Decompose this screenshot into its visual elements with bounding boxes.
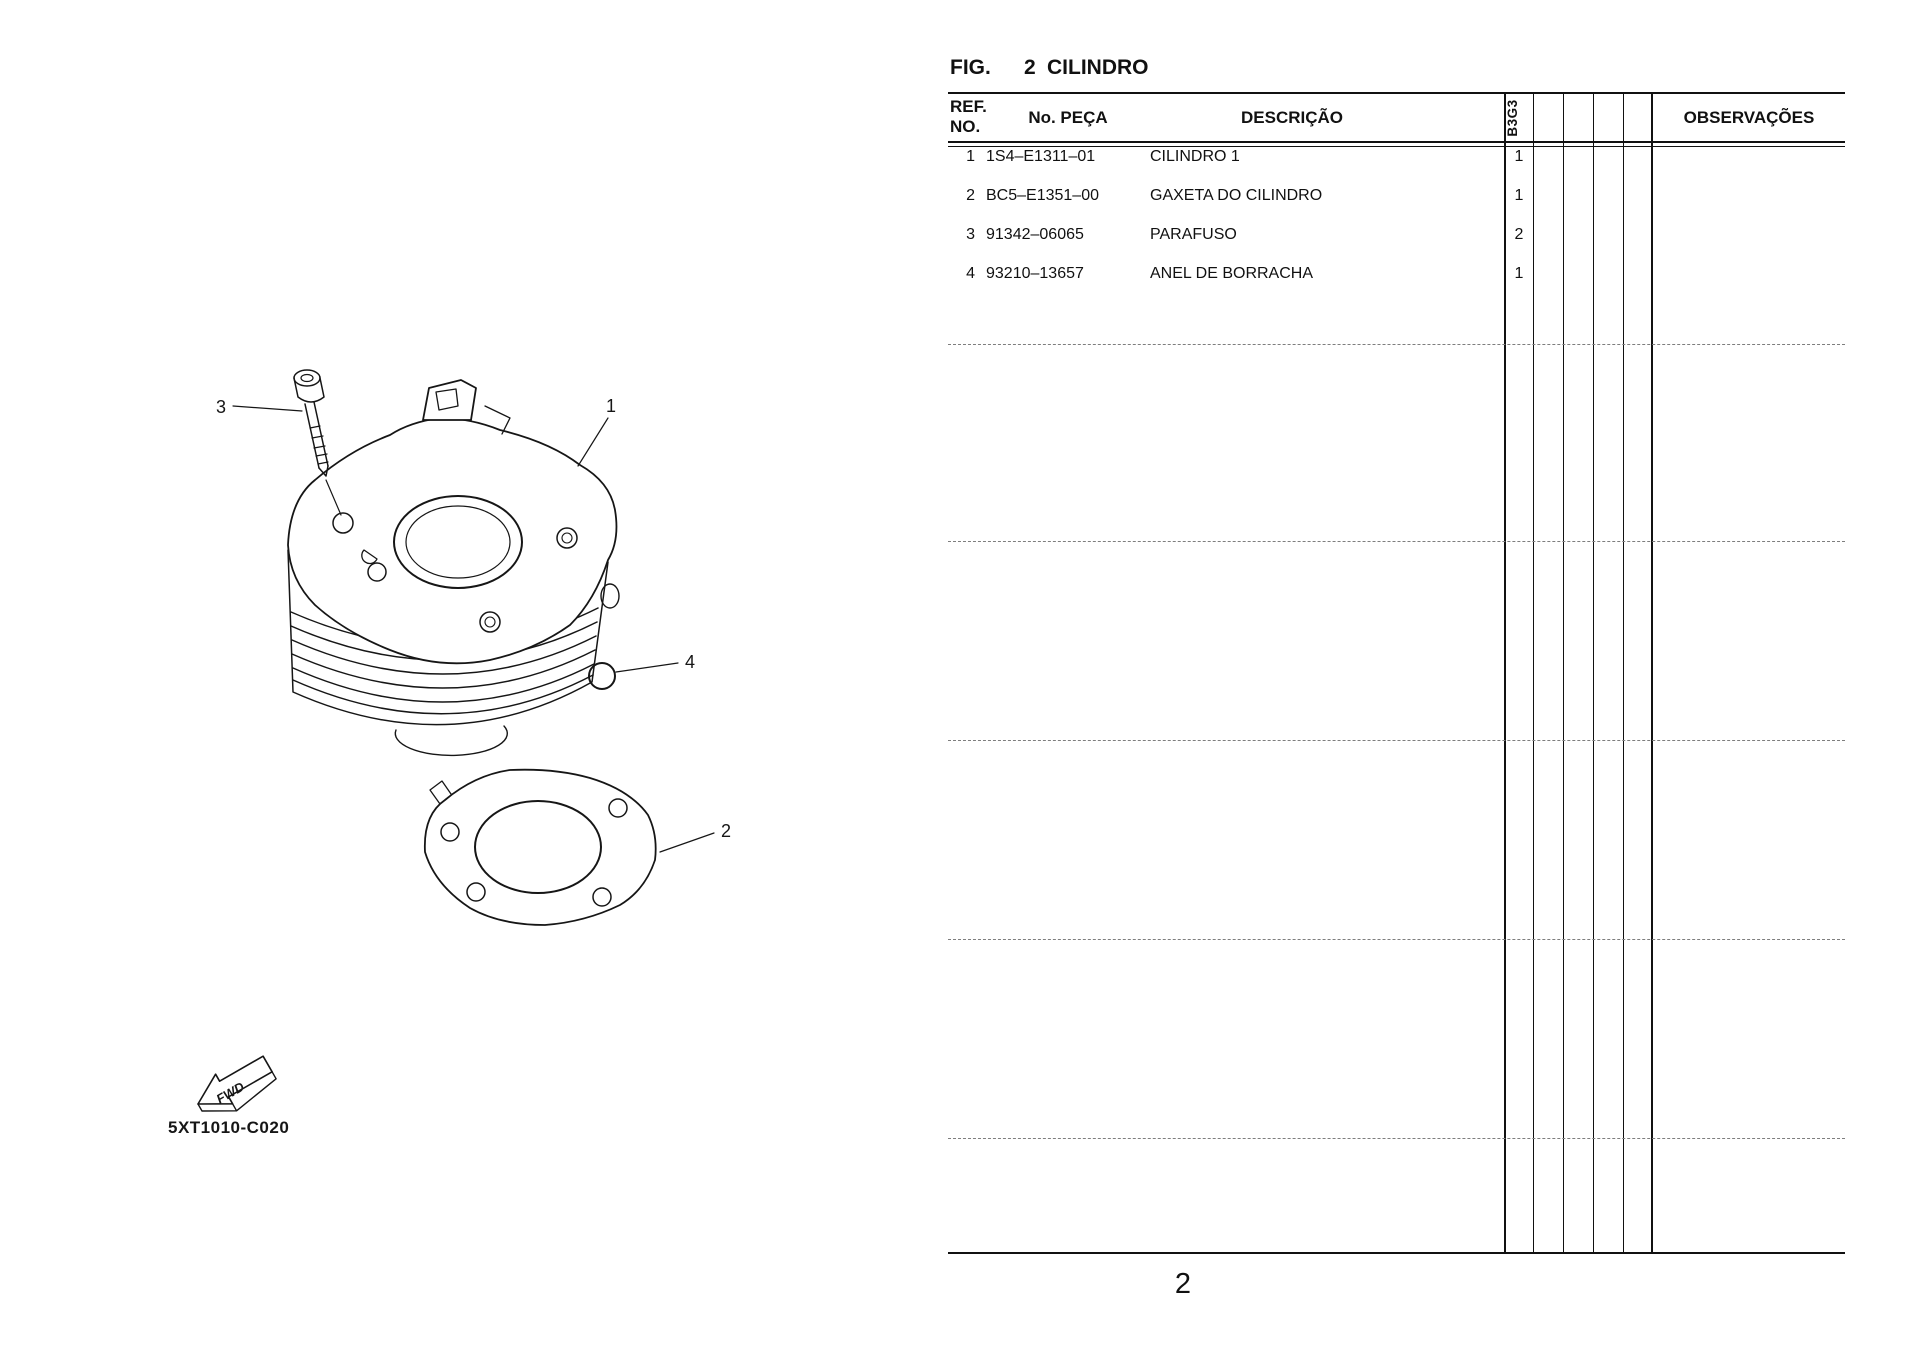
leader-line-3b [325,479,342,516]
table-row: 1 1S4–E1311–01 CILINDRO 1 1 [0,148,1920,168]
table-dashed-separator [948,541,1845,542]
cell-part-no: BC5–E1351–00 [986,187,1099,204]
o-ring-part [588,662,616,690]
bolt-part [293,369,329,477]
cell-quantity: 1 [1514,265,1524,282]
table-vline-1 [1504,92,1506,1254]
table-row: 2 BC5–E1351–00 GAXETA DO CILINDRO 1 [0,187,1920,207]
cell-ref-no: 3 [966,226,975,243]
cell-part-no: 1S4–E1311–01 [986,148,1096,165]
figure-number: 2 [1024,56,1036,79]
table-vline-2 [1533,92,1534,1254]
cell-quantity: 1 [1514,148,1524,165]
table-header-underline-thin [948,146,1845,147]
gasket-part [423,768,657,926]
cell-part-no: 93210–13657 [986,265,1084,282]
figure-label: FIG. [950,56,991,79]
cell-ref-no: 2 [966,187,975,204]
cell-description: CILINDRO 1 [1150,148,1240,165]
bolt-hole [479,611,501,633]
cell-description: PARAFUSO [1150,226,1237,243]
cylinder-top-face [287,379,620,665]
table-header-underline [948,141,1845,143]
cell-part-no: 91342–06065 [986,226,1084,243]
table-dashed-separator [948,939,1845,940]
bolt-hole [367,562,387,582]
column-header-model-code: B3G3 [1505,99,1520,137]
cell-quantity: 1 [1514,187,1524,204]
leader-line-4 [615,662,679,673]
cylinder-body-fins [287,549,609,757]
figure-name: CILINDRO [1047,56,1149,79]
callout-2: 2 [721,821,731,841]
page-number: 2 [1174,1268,1192,1300]
fwd-arrow-icon [197,1055,277,1112]
bolt-hole [556,527,578,549]
drawing-code: 5XT1010-C020 [168,1118,289,1137]
table-dashed-separator [948,344,1845,345]
table-vline-4 [1593,92,1594,1254]
column-header-description: DESCRIÇÃO [1240,108,1343,127]
table-vline-5 [1623,92,1624,1254]
ref-header-line1: REF. [950,97,987,116]
cell-quantity: 2 [1514,226,1524,243]
table-border-top [948,92,1845,94]
leader-line-2 [659,832,715,853]
callout-1: 1 [606,396,616,416]
table-row: 3 91342–06065 PARAFUSO 2 [0,226,1920,246]
column-header-observations: OBSERVAÇÕES [1683,108,1815,127]
table-dashed-separator [948,1138,1845,1139]
cell-ref-no: 1 [966,148,975,165]
ref-header-line2: NO. [950,117,981,136]
table-row: 4 93210–13657 ANEL DE BORRACHA 1 [0,265,1920,285]
callout-4: 4 [685,652,695,672]
leader-line-3 [232,405,303,412]
column-header-part-no: No. PEÇA [1028,108,1108,127]
cell-ref-no: 4 [966,265,975,282]
bolt-hole [332,512,354,534]
cell-description: GAXETA DO CILINDRO [1150,187,1323,204]
parts-diagram: 3 1 4 2 FWD 5XT1010-C020 [168,369,731,1137]
table-border-bottom [948,1252,1845,1254]
callout-3: 3 [216,397,226,417]
leader-line-1 [577,417,609,467]
table-vline-6 [1651,92,1653,1254]
column-header-ref-no: REF. NO. [950,97,987,137]
table-vline-3 [1563,92,1564,1254]
table-dashed-separator [948,740,1845,741]
cell-description: ANEL DE BORRACHA [1150,265,1313,282]
